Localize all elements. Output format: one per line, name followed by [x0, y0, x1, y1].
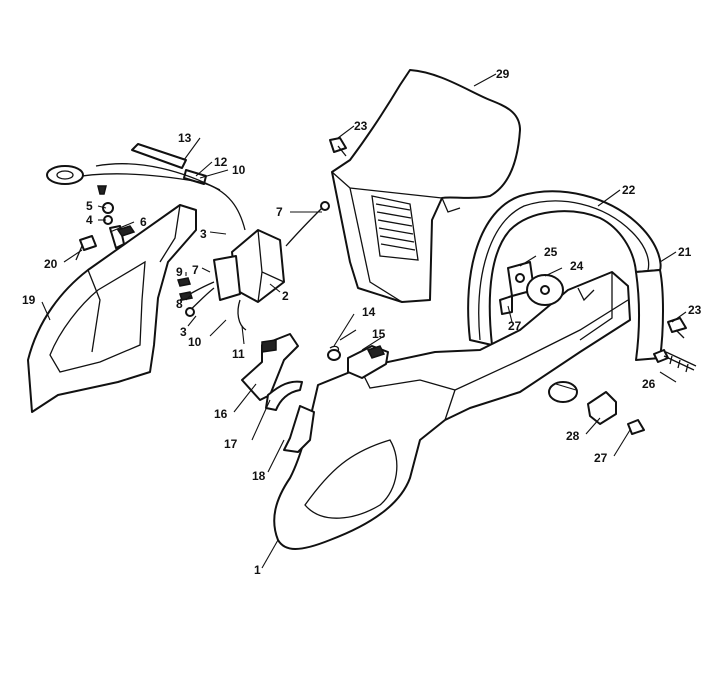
callout-7-upper: 7 [276, 205, 283, 219]
part-28-buffer-right [548, 381, 617, 425]
callout-29: 29 [496, 67, 510, 81]
callout-20: 20 [44, 257, 58, 271]
callout-27-mid: 27 [508, 319, 522, 333]
part-13-pin [131, 143, 187, 169]
part-20-screw [75, 235, 97, 261]
callout-16: 16 [214, 407, 228, 421]
callout-25: 25 [544, 245, 558, 259]
part-17-spring-plate [265, 380, 303, 411]
part-24-buffer [526, 274, 564, 306]
part-27-screw [499, 295, 513, 315]
callout-27-bottom: 27 [594, 451, 608, 465]
callout-28: 28 [566, 429, 580, 443]
callout-8: 8 [176, 297, 183, 311]
leader-lines [41, 73, 687, 569]
callout-23-right: 23 [688, 303, 702, 317]
callout-7-lower: 7 [192, 263, 199, 277]
callout-13: 13 [178, 131, 192, 145]
callout-26: 26 [642, 377, 656, 391]
callout-10-lower: 10 [188, 335, 202, 349]
part-26-long-screw [653, 349, 697, 373]
callout-1: 1 [254, 563, 261, 577]
part-5-4-6-small-parts [102, 202, 136, 249]
callout-24: 24 [570, 259, 584, 273]
callout-17: 17 [224, 437, 238, 451]
callout-10-upper: 10 [232, 163, 246, 177]
callout-21: 21 [678, 245, 692, 259]
callout-15: 15 [372, 327, 386, 341]
callout-4: 4 [86, 213, 93, 227]
part-1-rear-handle [273, 271, 631, 550]
part-9-8-screws [177, 277, 195, 317]
callout-2: 2 [282, 289, 289, 303]
part-14-spring [327, 345, 341, 361]
callout-labels: 29 23 22 21 23 26 25 24 27 28 27 1 18 17… [22, 67, 702, 577]
part-27-screw-bottom [627, 419, 645, 435]
callout-23-top: 23 [354, 119, 368, 133]
callout-5: 5 [86, 199, 93, 213]
callout-3-upper: 3 [200, 227, 207, 241]
callout-14: 14 [362, 305, 376, 319]
part-19-handle-half [27, 204, 197, 413]
part-23-screw-right [667, 317, 687, 339]
callout-9: 9 [176, 265, 183, 279]
callout-19: 19 [22, 293, 36, 307]
callout-3-lower: 3 [180, 325, 187, 339]
callout-18: 18 [252, 469, 266, 483]
part-29-shroud [331, 69, 521, 303]
callout-22: 22 [622, 183, 636, 197]
callout-11: 11 [232, 347, 245, 361]
callout-12: 12 [214, 155, 228, 169]
part-15-lock-lever [347, 345, 389, 379]
callout-6: 6 [140, 215, 147, 229]
part-2-switch [213, 229, 285, 303]
part-10-throttle-cable [46, 163, 246, 231]
part-21-handlebar-end [635, 269, 664, 361]
part-18-trigger [283, 405, 315, 453]
part-23-screw-top [329, 137, 347, 157]
